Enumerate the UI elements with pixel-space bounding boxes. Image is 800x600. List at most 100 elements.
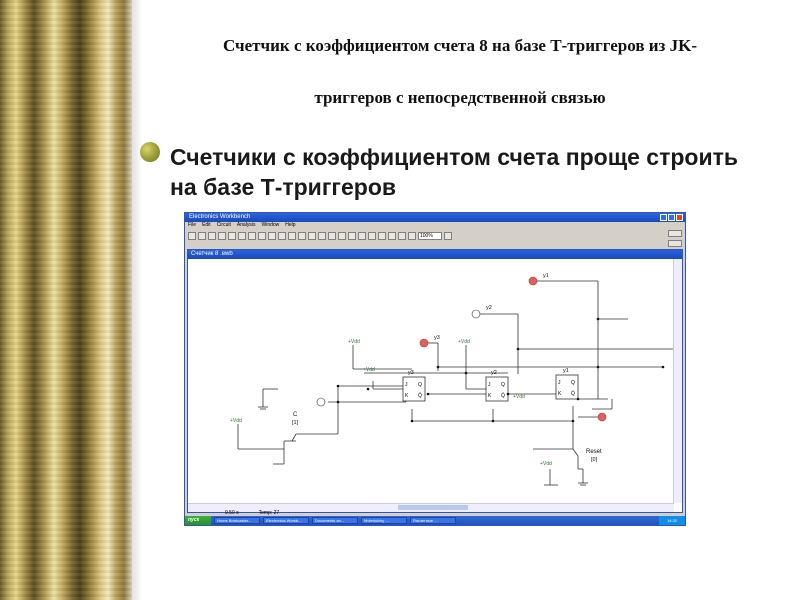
paste-icon[interactable] xyxy=(248,231,256,240)
save-icon[interactable] xyxy=(208,231,216,240)
ff2-j-label: J xyxy=(488,382,491,388)
taskbar-clock: 14:32 xyxy=(659,516,685,525)
bullet-icon xyxy=(140,142,160,162)
window-titlebar[interactable]: Electronics Workbench xyxy=(185,213,685,222)
probe-y1-icon[interactable] xyxy=(528,276,538,286)
jk-flipflop-1[interactable]: J K Q Q̄ xyxy=(402,376,426,402)
digital-icon[interactable] xyxy=(368,231,376,240)
help-icon[interactable] xyxy=(444,231,452,240)
open-icon[interactable] xyxy=(198,231,206,240)
vdd-label-5: +Vdd xyxy=(230,418,242,424)
cut-icon[interactable] xyxy=(228,231,236,240)
taskbar: пуск Home Brodcaster... Electronics Work… xyxy=(185,516,685,525)
flip-icon[interactable] xyxy=(268,231,276,240)
copy-icon[interactable] xyxy=(238,231,246,240)
ff1-nq-label: Q̄ xyxy=(418,392,422,399)
zoom-select[interactable]: 100% xyxy=(418,231,442,240)
controls-icon[interactable] xyxy=(398,231,406,240)
ff1-y3-label: y3 xyxy=(408,370,414,376)
circuit-canvas[interactable]: J K Q Q̄ J K Q Q̄ J K Q Q̄ xyxy=(188,259,674,503)
close-icon[interactable] xyxy=(676,214,683,221)
reset-switch-key: [0] xyxy=(591,457,598,463)
vdd-label-4: +Vdd xyxy=(513,394,525,400)
graph-icon[interactable] xyxy=(288,231,296,240)
analog-icon[interactable] xyxy=(348,231,356,240)
vdd-label-6: +Vdd xyxy=(540,461,552,467)
power-switch-button[interactable] xyxy=(668,230,682,237)
probe-y2-icon[interactable] xyxy=(471,309,481,319)
vertical-scrollbar[interactable] xyxy=(673,259,682,503)
junction-dots xyxy=(336,317,665,423)
probe-clock-icon[interactable] xyxy=(316,397,326,407)
bullet-text: Счетчики с коэффициентом счета проще стр… xyxy=(170,144,739,200)
start-button[interactable]: пуск xyxy=(185,516,211,525)
instruments-icon[interactable] xyxy=(408,231,416,240)
reset-switch-label: Reset xyxy=(586,449,602,455)
ff3-y1-label: y1 xyxy=(563,368,569,374)
indicators-icon[interactable] xyxy=(388,231,396,240)
ff2-q-label: Q xyxy=(501,382,505,388)
scrollbar-thumb[interactable] xyxy=(398,505,468,510)
rotate-icon[interactable] xyxy=(258,231,266,240)
transistors-icon[interactable] xyxy=(338,231,346,240)
ff1-q-label: Q xyxy=(418,382,422,388)
probe-reset-icon[interactable] xyxy=(597,412,607,422)
taskbar-item-4[interactable]: Moledulchy ... xyxy=(361,517,407,524)
menu-circuit[interactable]: Circuit xyxy=(216,222,231,228)
taskbar-item-5[interactable]: Расчетные ... xyxy=(410,517,456,524)
slide-title-line1: Счетчик с коэффициентом счета 8 на базе … xyxy=(222,36,698,55)
taskbar-item-1[interactable]: Home Brodcaster... xyxy=(214,517,260,524)
diodes-icon[interactable] xyxy=(328,231,336,240)
y1-label: y1 xyxy=(543,273,549,279)
pause-button[interactable] xyxy=(668,240,682,247)
curtain-shadow xyxy=(132,0,142,600)
y2-label: y2 xyxy=(486,305,492,311)
minimize-icon[interactable] xyxy=(660,214,667,221)
taskbar-item-2[interactable]: Electronics Workb... xyxy=(263,517,309,524)
ff2-nq-label: Q̄ xyxy=(501,392,505,399)
electronics-workbench-window: Electronics Workbench File Edit Circuit … xyxy=(184,212,686,526)
ff1-j-label: J xyxy=(405,382,408,388)
gold-curtain-decoration xyxy=(0,0,132,600)
menu-window[interactable]: Window xyxy=(261,222,280,228)
vdd-label-2: +Vdd xyxy=(363,367,375,373)
vdd-label-3: +Vdd xyxy=(458,339,470,345)
ff3-q-label: Q xyxy=(571,380,575,386)
vdd-label-1: +Vdd xyxy=(348,339,360,345)
status-bar: 9.50 s Temp: 27 xyxy=(185,510,685,516)
jk-flipflop-2[interactable]: J K Q Q̄ xyxy=(485,376,509,402)
taskbar-item-3[interactable]: Documents an... xyxy=(312,517,358,524)
circuit-subwindow: Счетчик 8 .ewb xyxy=(187,249,683,513)
ff2-y2-label: y2 xyxy=(491,370,497,376)
toolbar: 100% xyxy=(185,229,685,242)
menu-file[interactable]: File xyxy=(188,222,197,228)
basic-icon[interactable] xyxy=(318,231,326,240)
new-icon[interactable] xyxy=(188,231,196,240)
clock-switch-label: C xyxy=(293,412,298,418)
print-icon[interactable] xyxy=(218,231,226,240)
ff3-k-label: K xyxy=(558,391,562,397)
horizontal-scrollbar[interactable] xyxy=(188,503,674,512)
mixed-icon[interactable] xyxy=(358,231,366,240)
window-title: Electronics Workbench xyxy=(189,214,251,220)
ff1-k-label: K xyxy=(405,393,409,399)
ff3-nq-label: Q̄ xyxy=(571,390,575,397)
slide-title-line2: триггеров с непосредственной связью xyxy=(314,88,606,107)
status-time: 9.50 s xyxy=(225,510,239,516)
clock-switch-key: [1] xyxy=(292,420,299,426)
sources-icon[interactable] xyxy=(308,231,316,240)
menu-analysis[interactable]: Analysis xyxy=(236,222,256,228)
menu-help[interactable]: Help xyxy=(285,222,296,228)
maximize-icon[interactable] xyxy=(668,214,675,221)
component-icon[interactable] xyxy=(298,231,306,240)
jk-flipflop-3[interactable]: J K Q Q̄ xyxy=(555,374,579,400)
subcircuit-icon[interactable] xyxy=(278,231,286,240)
menu-edit[interactable]: Edit xyxy=(202,222,211,228)
ff3-j-label: J xyxy=(558,380,561,386)
menu-bar: File Edit Circuit Analysis Window Help xyxy=(185,222,685,229)
wires xyxy=(237,280,674,486)
ff2-k-label: K xyxy=(488,393,492,399)
logic-icon[interactable] xyxy=(378,231,386,240)
subwindow-title: Счетчик 8 .ewb xyxy=(188,250,682,259)
probe-y3-icon[interactable] xyxy=(419,338,429,348)
